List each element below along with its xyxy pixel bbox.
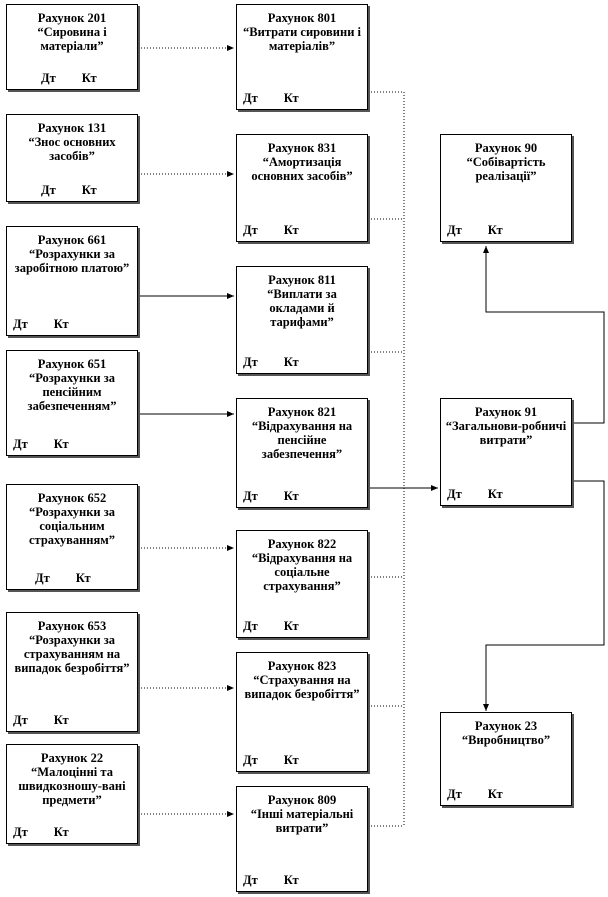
account-number: Рахунок 822 bbox=[267, 537, 337, 551]
debit-label: Дт bbox=[13, 713, 28, 727]
account-number: Рахунок 661 bbox=[37, 233, 107, 247]
account-description: “Виплати за окладами й тарифами” bbox=[267, 287, 337, 329]
debit-label: Дт bbox=[243, 753, 258, 767]
account-description: “Розрахунки за соціальним страхуванням” bbox=[28, 505, 116, 547]
account-description: “Витрати сировини і матеріалів” bbox=[242, 25, 362, 53]
account-201-box: Рахунок 201 “Сировина і матеріали” Дт Кт bbox=[6, 4, 138, 90]
account-number: Рахунок 801 bbox=[267, 11, 337, 25]
credit-label: Кт bbox=[283, 619, 299, 633]
account-description: “Амортизація основних засобів” bbox=[251, 155, 353, 183]
credit-label: Кт bbox=[53, 825, 69, 839]
credit-label: Кт bbox=[53, 437, 69, 451]
account-822-box: Рахунок 822 “Відрахування на соціальне с… bbox=[236, 530, 368, 638]
account-823-box: Рахунок 823 “Страхування на випадок безр… bbox=[236, 652, 368, 772]
account-description: “Відрахування на соціальне страхування” bbox=[251, 551, 353, 593]
account-number: Рахунок 653 bbox=[37, 619, 107, 633]
credit-label: Кт bbox=[283, 355, 299, 369]
account-653-box: Рахунок 653 “Розрахунки за страхуванням … bbox=[6, 612, 138, 732]
credit-label: Кт bbox=[75, 571, 91, 585]
debit-label: Дт bbox=[35, 571, 50, 585]
credit-label: Кт bbox=[81, 183, 97, 197]
account-661-box: Рахунок 661 “Розрахунки за заробітною пл… bbox=[6, 226, 138, 336]
account-number: Рахунок 651 bbox=[37, 357, 107, 371]
account-821-box: Рахунок 821 “Відрахування на пенсійне за… bbox=[236, 398, 368, 508]
credit-label: Кт bbox=[53, 317, 69, 331]
account-description: “Розрахунки за заробітною платою” bbox=[14, 247, 130, 275]
account-description: “Розрахунки за страхуванням на випадок б… bbox=[14, 633, 130, 675]
account-91-box: Рахунок 91 “Загальнови-робничі витрати” … bbox=[440, 398, 572, 506]
arrow-91-90 bbox=[483, 246, 605, 424]
account-652-box: Рахунок 652 “Розрахунки за соціальним ст… bbox=[6, 484, 138, 590]
account-number: Рахунок 131 bbox=[37, 121, 107, 135]
debit-label: Дт bbox=[243, 489, 258, 503]
credit-label: Кт bbox=[283, 489, 299, 503]
account-809-box: Рахунок 809 “Інші матеріальні витрати” Д… bbox=[236, 786, 368, 892]
credit-label: Кт bbox=[487, 487, 503, 501]
credit-label: Кт bbox=[283, 223, 299, 237]
account-number: Рахунок 91 bbox=[474, 405, 538, 419]
account-number: Рахунок 22 bbox=[40, 751, 104, 765]
account-90-box: Рахунок 90 “Собівартість реалізації” Дт К… bbox=[440, 134, 572, 242]
account-811-box: Рахунок 811 “Виплати за окладами й тариф… bbox=[236, 266, 368, 374]
account-number: Рахунок 201 bbox=[37, 11, 107, 25]
credit-label: Кт bbox=[283, 91, 299, 105]
credit-label: Кт bbox=[487, 787, 503, 801]
debit-label: Дт bbox=[41, 71, 56, 85]
debit-label: Дт bbox=[243, 355, 258, 369]
debit-label: Дт bbox=[13, 437, 28, 451]
account-description: “Загальнови-робничі витрати” bbox=[445, 419, 567, 447]
account-description: “Інші матеріальні витрати” bbox=[250, 807, 354, 835]
debit-label: Дт bbox=[447, 787, 462, 801]
account-description: “Сировина і матеріали” bbox=[37, 25, 107, 53]
debit-label: Дт bbox=[13, 317, 28, 331]
account-number: Рахунок 831 bbox=[267, 141, 337, 155]
debit-label: Дт bbox=[41, 183, 56, 197]
account-23-box: Рахунок 23 “Виробництво” Дт Кт bbox=[440, 712, 572, 806]
account-description: “Розрахунки за пенсійним забезпеченням” bbox=[27, 371, 117, 413]
credit-label: Кт bbox=[81, 71, 97, 85]
account-22-box: Рахунок 22 “Малоцінні та швидкозношу-ван… bbox=[6, 744, 138, 844]
credit-label: Кт bbox=[283, 873, 299, 887]
account-number: Рахунок 811 bbox=[268, 273, 336, 287]
account-description: “Відрахування на пенсійне забезпечення” bbox=[251, 419, 353, 461]
debit-label: Дт bbox=[243, 619, 258, 633]
account-description: “Собівартість реалізації” bbox=[466, 155, 546, 183]
account-number: Рахунок 90 bbox=[474, 141, 538, 155]
debit-label: Дт bbox=[243, 873, 258, 887]
debit-label: Дт bbox=[243, 91, 258, 105]
account-number: Рахунок 823 bbox=[267, 659, 337, 673]
account-description: “Виробництво” bbox=[461, 733, 551, 747]
account-801-box: Рахунок 801 “Витрати сировини і матеріал… bbox=[236, 4, 368, 110]
credit-label: Кт bbox=[283, 753, 299, 767]
account-number: Рахунок 809 bbox=[267, 793, 337, 807]
account-number: Рахунок 821 bbox=[267, 405, 337, 419]
debit-label: Дт bbox=[13, 825, 28, 839]
account-831-box: Рахунок 831 “Амортизація основних засобі… bbox=[236, 134, 368, 242]
account-description: “Малоцінні та швидкозношу-вані предмети” bbox=[18, 765, 126, 807]
arrow-91-23 bbox=[483, 480, 605, 711]
debit-label: Дт bbox=[243, 223, 258, 237]
account-number: Рахунок 652 bbox=[37, 491, 107, 505]
account-651-box: Рахунок 651 “Розрахунки за пенсійним заб… bbox=[6, 350, 138, 456]
account-131-box: Рахунок 131 “Знос основних засобів” Дт Кт bbox=[6, 114, 138, 202]
debit-label: Дт bbox=[447, 223, 462, 237]
credit-label: Кт bbox=[487, 223, 503, 237]
credit-label: Кт bbox=[53, 713, 69, 727]
account-description: “Страхування на випадок безробіття” bbox=[244, 673, 360, 701]
debit-label: Дт bbox=[447, 487, 462, 501]
account-number: Рахунок 23 bbox=[474, 719, 538, 733]
account-description: “Знос основних засобів” bbox=[28, 135, 116, 163]
